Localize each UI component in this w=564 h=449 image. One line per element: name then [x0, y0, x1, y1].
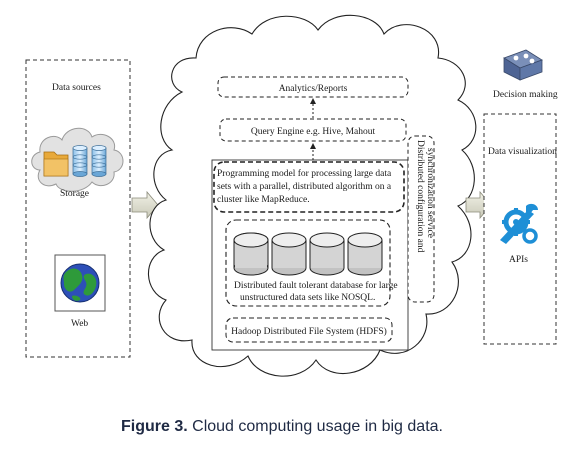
programming-model-box: Programming model for processing large d… [213, 161, 405, 213]
storage-label: Storage [60, 189, 89, 199]
analytics-box: Analytics/Reports [217, 76, 409, 98]
sync-service-line-2: synchronization service [425, 148, 435, 238]
analytics-label: Analytics/Reports [279, 84, 348, 94]
folder-icon [43, 151, 69, 177]
database-cylinder-2 [271, 232, 307, 276]
figure-caption: Figure 3. Cloud computing usage in big d… [0, 418, 564, 436]
database-box: Distributed fault tolerant database for … [225, 219, 398, 307]
database-line-1: Distributed fault tolerant database for … [234, 280, 398, 291]
arrow-up-icon-1 [310, 98, 316, 118]
data-sources-title: Data sources [52, 83, 101, 93]
programming-model-line-2: sets with a parallel, distributed algori… [217, 182, 392, 192]
query-engine-box: Query Engine e.g. Hive, Mahout [219, 118, 407, 142]
web-label: Web [71, 319, 88, 329]
decision-icon [503, 49, 543, 81]
data-visualization-label: Data visualization [488, 147, 557, 157]
database-cylinder-1 [233, 232, 269, 276]
globe-icon [54, 254, 106, 312]
hdfs-label: Hadoop Distributed File System (HDFS) [231, 326, 387, 337]
sync-service-box: Distributed configuration and synchroniz… [407, 135, 435, 303]
apis-label: APIs [509, 255, 528, 265]
decision-making-label: Decision making [493, 90, 558, 100]
gears-icon [500, 203, 538, 244]
hdfs-box: Hadoop Distributed File System (HDFS) [225, 317, 393, 343]
caption-text: Cloud computing usage in big data. [187, 418, 443, 435]
database-stack-icon-2 [91, 145, 107, 177]
database-line-2: unstructured data sets like NOSQL. [240, 293, 375, 303]
database-cylinder-3 [309, 232, 345, 276]
programming-model-line-1: Programming model for processing large d… [217, 168, 392, 179]
programming-model-line-3: cluster like MapReduce. [217, 195, 310, 205]
arrow-up-icon-2 [310, 143, 316, 160]
data-sources-panel: Data sources Storage [25, 59, 131, 358]
sync-service-line-1: Distributed configuration and [415, 140, 426, 253]
caption-prefix: Figure 3. [121, 418, 188, 435]
query-engine-label: Query Engine e.g. Hive, Mahout [251, 127, 376, 137]
database-cylinder-4 [347, 232, 383, 276]
data-visualization-panel: Data visualization APIs [483, 113, 557, 345]
database-stack-icon-1 [72, 145, 88, 177]
